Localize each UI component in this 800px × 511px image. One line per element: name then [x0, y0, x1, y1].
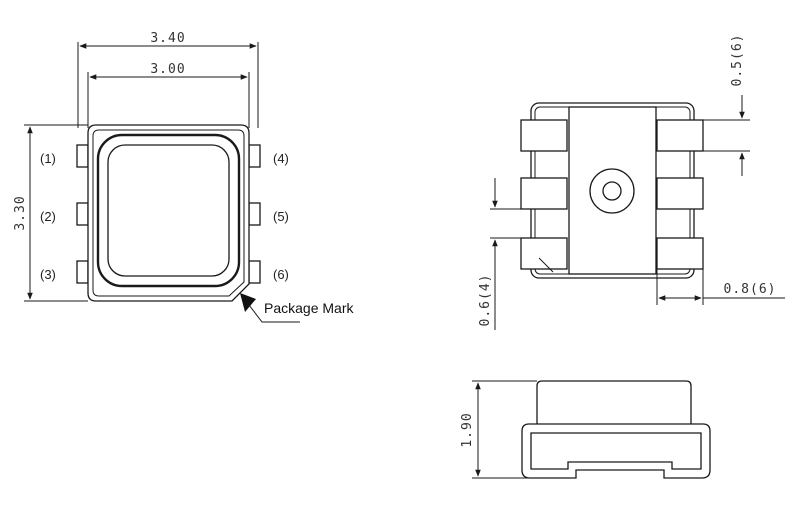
pad-1	[76, 144, 89, 168]
lens-inner	[107, 144, 230, 277]
bottom-center-hole-inner	[602, 181, 622, 201]
pin-label-1: (1)	[40, 151, 56, 166]
lens-outer	[96, 133, 241, 288]
dim-pad-gap: 0.5(6)	[730, 34, 745, 87]
pad-6	[248, 260, 261, 284]
dim-width-outer: 3.40	[150, 31, 185, 46]
pin-label-6: (6)	[273, 267, 289, 282]
bottom-center-stripe	[568, 106, 657, 275]
package-mark-leader	[248, 304, 300, 323]
side-body	[521, 423, 711, 479]
pad-5	[248, 202, 261, 226]
dim-pad-width: 0.8(6)	[724, 282, 777, 297]
pin-label-5: (5)	[273, 209, 289, 224]
top-view: 3.40 3.00 3.30 (1) (2) (3) (4) (5) (6) P…	[13, 31, 354, 323]
bottom-pad-4	[656, 119, 704, 152]
pin-label-2: (2)	[40, 209, 56, 224]
side-view: 1.90	[460, 380, 711, 479]
package-mark-arrow-head	[240, 293, 256, 312]
dim-width-inner: 3.00	[150, 62, 185, 77]
bottom-center-hole-outer	[589, 168, 635, 214]
dim-side-height: 1.90	[460, 412, 475, 447]
bottom-pad-2	[520, 177, 568, 210]
pad-2	[76, 202, 89, 226]
bottom-pad-5	[656, 177, 704, 210]
bottom-pad-1	[520, 119, 568, 152]
pad-4	[248, 144, 261, 168]
pad-3	[76, 260, 89, 284]
bottom-pad-6	[656, 237, 704, 270]
pin-label-3: (3)	[40, 267, 56, 282]
dim-pad-height: 0.6(4)	[478, 274, 493, 327]
pin-label-4: (4)	[273, 151, 289, 166]
package-mark-label: Package Mark	[264, 300, 354, 316]
bottom-view: 0.5(6) 0.6(4) 0.8(6)	[478, 34, 785, 330]
package-body	[87, 124, 250, 302]
bottom-pad-3	[520, 237, 568, 270]
dim-height: 3.30	[13, 195, 28, 230]
side-lens	[536, 380, 692, 424]
